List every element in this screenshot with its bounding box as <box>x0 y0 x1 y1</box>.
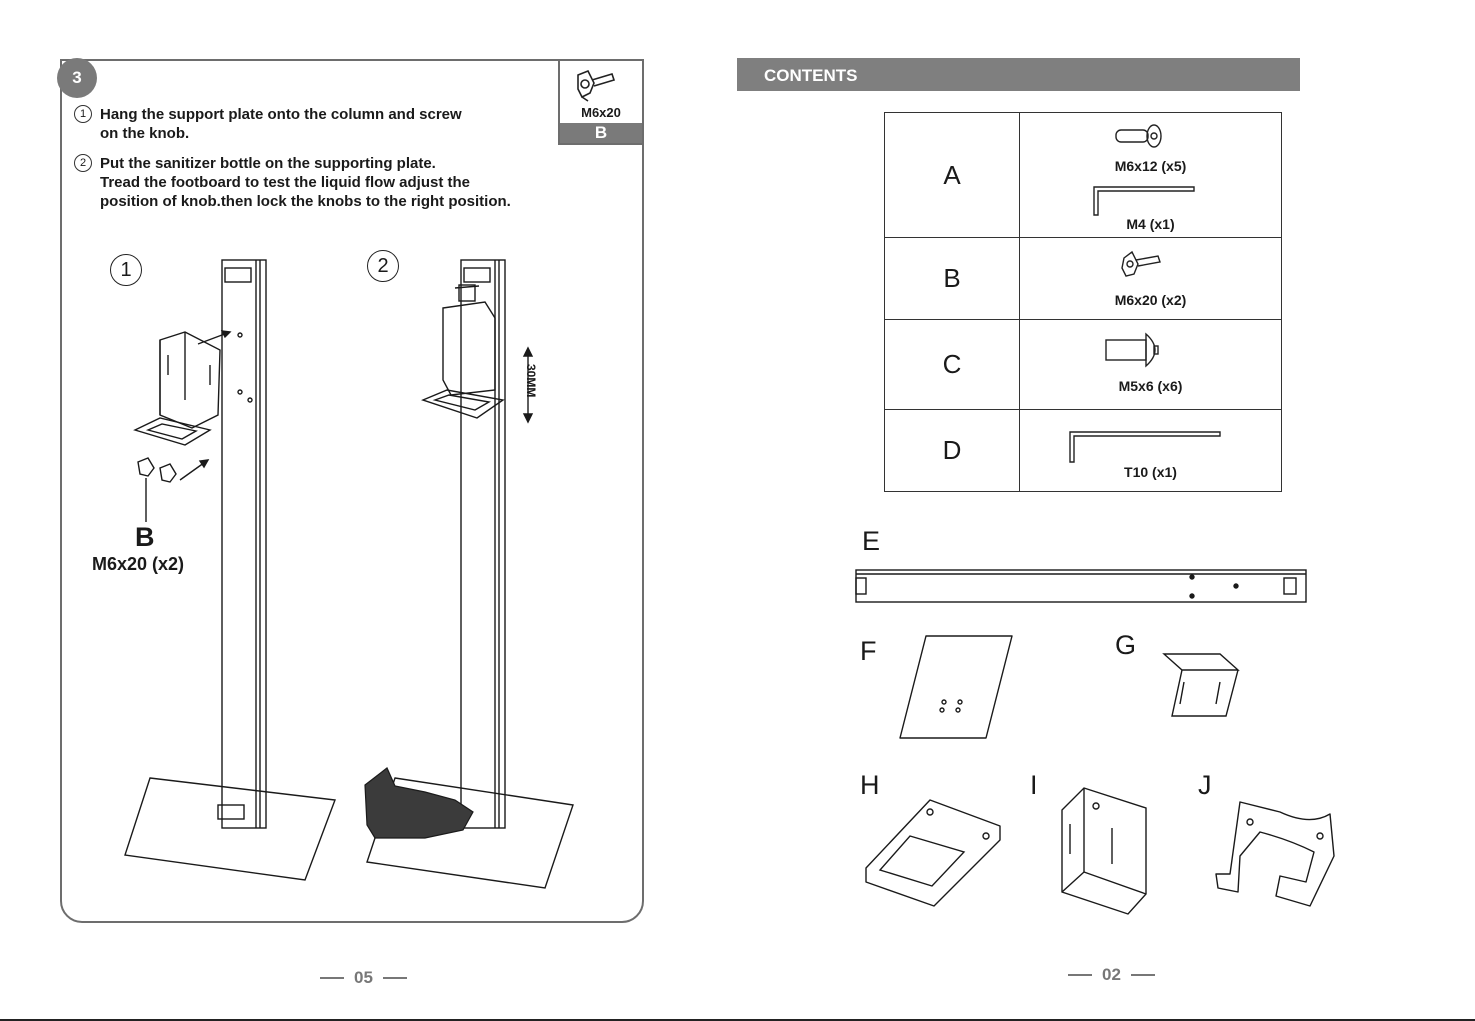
figure-1-label: 1 <box>110 254 142 286</box>
flat-head-screw-icon <box>1105 332 1159 368</box>
figure-2-drawing <box>364 259 574 889</box>
dimension-label: 30MM <box>524 364 538 398</box>
table-row: D T10 (x1) <box>884 409 1282 492</box>
part-letter: B <box>884 237 1020 320</box>
bottom-edge-line <box>0 1019 1475 1021</box>
tray-h-drawing <box>865 799 1001 907</box>
instruction-line: Put the sanitizer bottle on the supporti… <box>100 155 436 172</box>
support-plate-i-drawing <box>1061 787 1147 915</box>
right-page-number: 02 <box>1068 965 1155 985</box>
instruction-line: Tread the footboard to test the liquid f… <box>100 174 470 191</box>
part-letter: D <box>884 409 1020 492</box>
knob-screw-icon <box>1121 250 1161 277</box>
required-part-box: M6x20 B <box>558 59 644 145</box>
part-cell: M5x6 (x6) <box>1019 319 1282 410</box>
part-cell: T10 (x1) <box>1019 409 1282 492</box>
table-row: A M6x12 (x5) M4 (x1) <box>884 112 1282 238</box>
bolt-icon <box>1115 124 1162 148</box>
component-label-j: J <box>1198 770 1212 800</box>
contents-heading: CONTENTS <box>764 66 858 85</box>
part-caption: T10 (x1) <box>1124 464 1177 480</box>
instruction-number: 2 <box>74 154 92 172</box>
left-page-number: 05 <box>320 968 407 988</box>
part-caption: M4 (x1) <box>1126 216 1175 232</box>
step-number-badge: 3 <box>57 58 97 98</box>
table-row: B M6x20 (x2) <box>884 237 1282 320</box>
component-label-e: E <box>862 526 881 556</box>
step-frame <box>60 59 644 923</box>
callout-letter: B <box>135 522 155 552</box>
base-plate-drawing <box>899 635 1013 739</box>
part-caption: M5x6 (x6) <box>1118 378 1183 394</box>
callout-part-text: M6x20 (x2) <box>92 554 185 574</box>
component-label-f: F <box>860 636 877 666</box>
part-cell: M6x12 (x5) M4 (x1) <box>1019 112 1282 238</box>
instruction-1: 1 Hang the support plate onto the column… <box>74 105 462 143</box>
instruction-2: 2 Put the sanitizer bottle on the suppor… <box>74 154 511 211</box>
figure-1-drawing <box>124 259 336 881</box>
bracket-g-drawing <box>1162 653 1240 717</box>
part-letter-bar: B <box>560 123 642 143</box>
holder-j-drawing <box>1215 801 1335 907</box>
table-row: C M5x6 (x6) <box>884 319 1282 410</box>
part-size-label: M6x20 <box>581 105 621 120</box>
instruction-line: position of knob.then lock the knobs to … <box>100 193 511 210</box>
part-cell: M6x20 (x2) <box>1019 237 1282 320</box>
part-letter: C <box>884 319 1020 410</box>
contents-heading-bar: CONTENTS <box>737 58 1300 91</box>
part-caption: M6x12 (x5) <box>1114 158 1187 174</box>
part-caption: M6x20 (x2) <box>1114 292 1187 308</box>
knob-screw-icon <box>577 69 616 102</box>
component-label-i: I <box>1030 770 1038 800</box>
instruction-line: on the knob. <box>100 125 190 142</box>
column-drawing <box>855 569 1307 603</box>
figure-2-label: 2 <box>367 250 399 282</box>
component-label-g: G <box>1115 630 1137 660</box>
part-letter: A <box>884 112 1020 238</box>
torx-key-icon <box>1069 431 1221 463</box>
allen-key-icon <box>1093 186 1195 216</box>
instruction-number: 1 <box>74 105 92 123</box>
parts-table: A M6x12 (x5) M4 (x1) B <box>884 112 1282 492</box>
component-label-h: H <box>860 770 880 800</box>
shoe-illustration <box>364 767 474 839</box>
instruction-line: Hang the support plate onto the column a… <box>100 106 462 123</box>
